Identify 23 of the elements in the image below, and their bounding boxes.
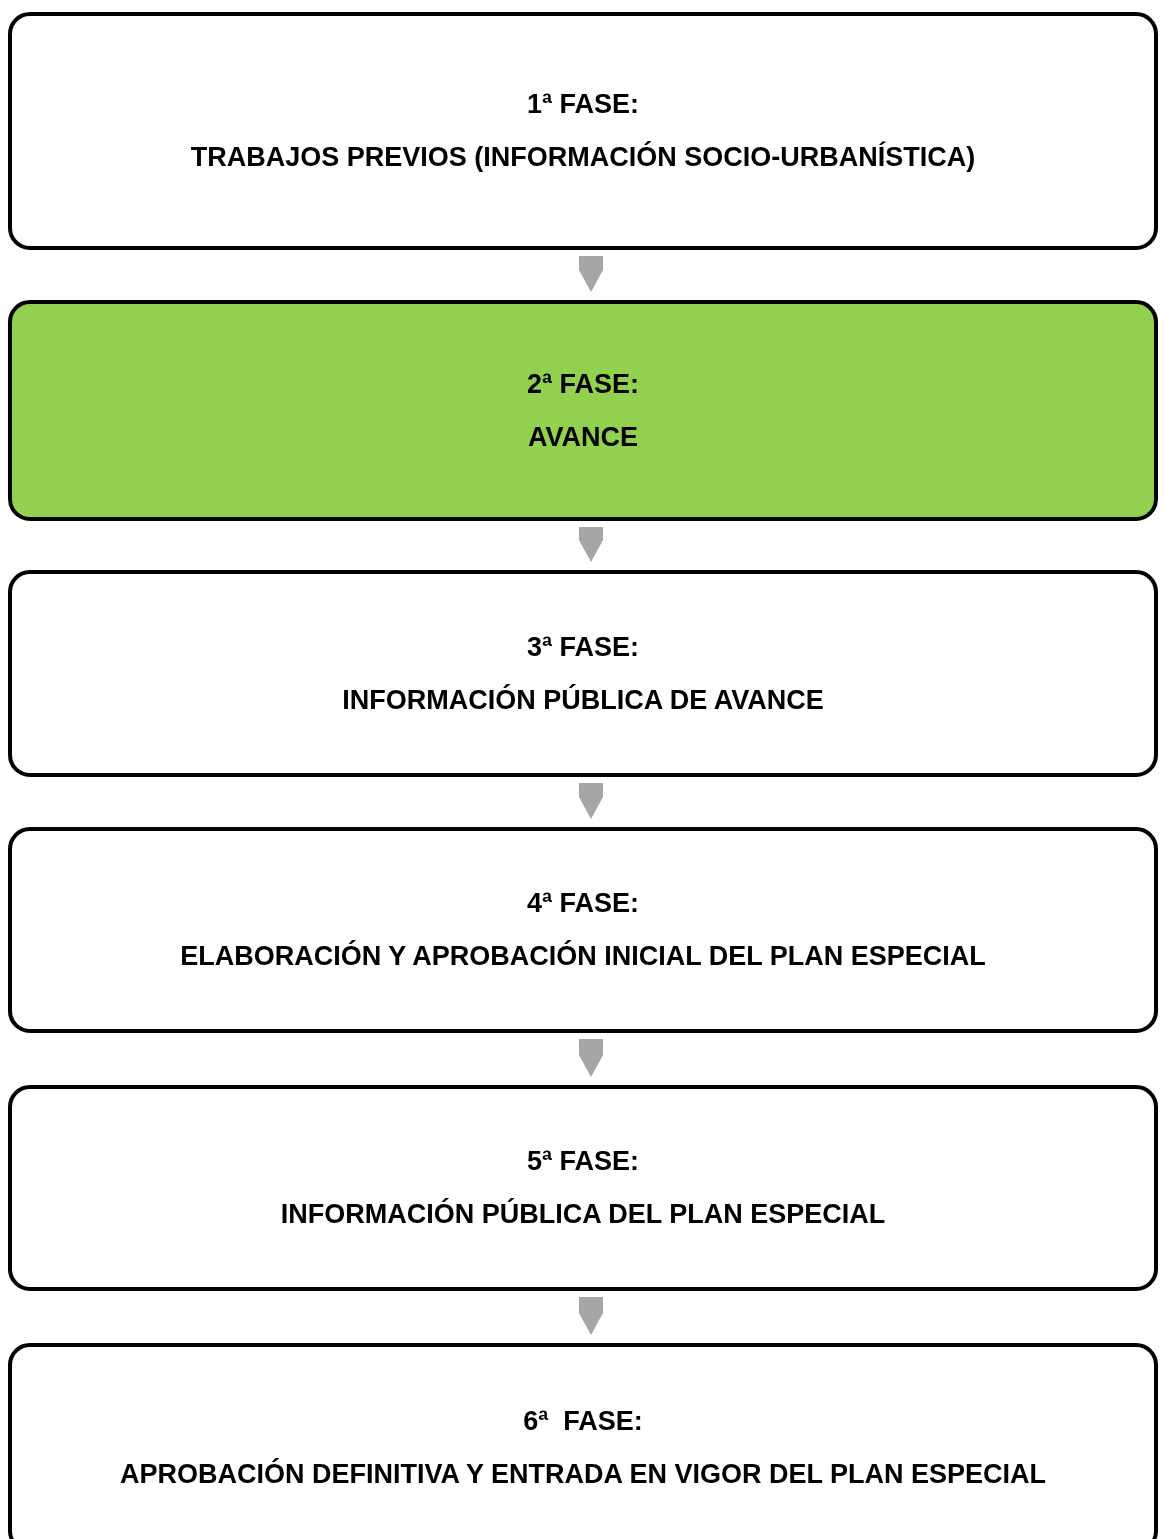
process-box	[8, 1343, 1158, 1539]
process-box	[8, 1085, 1158, 1291]
process-box	[8, 570, 1158, 777]
down-arrow	[579, 256, 603, 292]
down-arrow	[579, 527, 603, 562]
phase-number: 6ª FASE:	[523, 1406, 643, 1437]
process-box	[8, 12, 1158, 250]
down-arrow	[579, 783, 603, 819]
phase-title: APROBACIÓN DEFINITIVA Y ENTRADA EN VIGOR DEL PLAN ESPECIAL	[119, 1459, 1047, 1490]
phase-number: 5ª FASE:	[527, 1146, 639, 1177]
phase-number: 1ª FASE:	[527, 89, 639, 120]
process-box	[8, 300, 1158, 521]
phase-title: INFORMACIÓN PÚBLICA DEL PLAN ESPECIAL	[280, 1199, 886, 1230]
down-arrow	[579, 1039, 603, 1077]
phase-title: INFORMACIÓN PÚBLICA DE AVANCE	[342, 684, 824, 716]
phase-title: AVANCE	[528, 421, 638, 453]
phase-number: 4ª FASE:	[527, 888, 639, 919]
phase-number: 3ª FASE:	[527, 631, 639, 663]
process-box	[8, 827, 1158, 1033]
phase-title: ELABORACIÓN Y APROBACIÓN INICIAL DEL PLAN ESPECIAL	[180, 941, 986, 972]
phase-title: TRABAJOS PREVIOS (INFORMACIÓN SOCIO-URBANÍSTICA)	[190, 142, 976, 173]
phase-number: 2ª FASE:	[527, 368, 639, 400]
down-arrow	[579, 1297, 603, 1335]
